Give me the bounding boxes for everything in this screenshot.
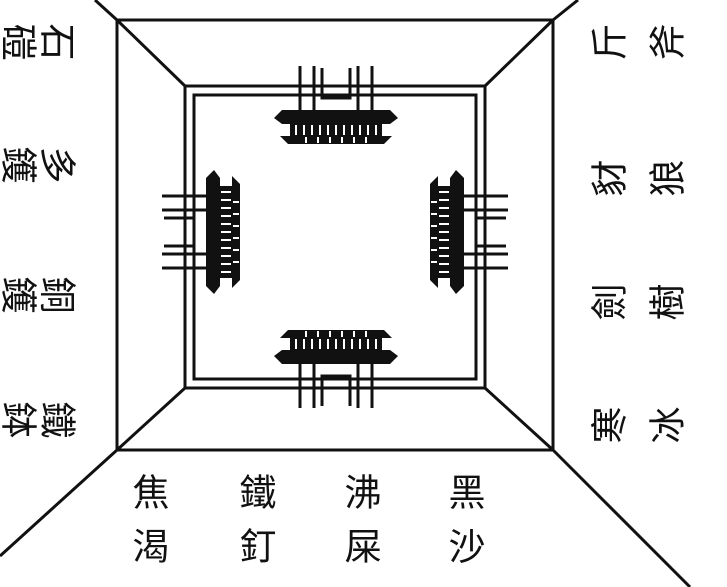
left-label-4-inner: 鉢: [0, 401, 40, 439]
gate-right: [428, 168, 510, 296]
right-label-1-inner: 斤: [588, 23, 632, 61]
bottom-label-4-top: 黑: [448, 471, 486, 515]
right-label-2-outer: 狼: [646, 159, 690, 197]
right-label-2-inner: 豺: [588, 159, 632, 197]
bottom-label-1-bottom: 渴: [132, 525, 170, 569]
bottom-label-3-top: 沸: [344, 471, 382, 515]
diagonal-outer-bottom-left: [0, 448, 119, 558]
right-label-3-inner: 劍: [588, 283, 632, 321]
right-label-4-inner: 寒: [588, 406, 632, 444]
diagonal-bottom-left: [115, 386, 187, 452]
left-label-3-outer: 銅: [35, 276, 79, 314]
right-label-3-outer: 樹: [646, 283, 690, 321]
gate-bottom: [272, 328, 400, 410]
diagonal-top-right: [483, 18, 555, 88]
bottom-label-3-bottom: 屎: [344, 525, 382, 569]
diagonal-top-left: [115, 18, 187, 88]
left-label-2-outer: 多: [35, 146, 79, 184]
diagonal-outer-bottom-right: [551, 448, 692, 587]
diagonal-bottom-right: [483, 386, 555, 452]
right-label-4-outer: 冰: [646, 406, 690, 444]
bottom-label-1-top: 焦: [132, 471, 170, 515]
diagonal-outer-top-right: [552, 0, 579, 22]
inner-square-outer-line: [183, 84, 487, 390]
left-label-3-inner: 鑊: [0, 276, 40, 314]
bottom-label-2-top: 鐵: [239, 471, 277, 515]
right-label-1-outer: 斧: [646, 23, 690, 61]
bottom-label-2-bottom: 釘: [239, 525, 277, 569]
outer-square: [115, 18, 555, 452]
left-label-1-inner: 磑: [0, 23, 40, 61]
left-label-2-inner: 鑊: [0, 146, 40, 184]
gate-top: [272, 64, 400, 146]
bottom-label-4-bottom: 沙: [448, 525, 486, 569]
left-label-1-outer: 石: [35, 23, 79, 61]
left-label-4-outer: 鐵: [35, 401, 79, 439]
diagonal-outer-top-left: [93, 0, 119, 22]
gate-left: [160, 168, 242, 296]
